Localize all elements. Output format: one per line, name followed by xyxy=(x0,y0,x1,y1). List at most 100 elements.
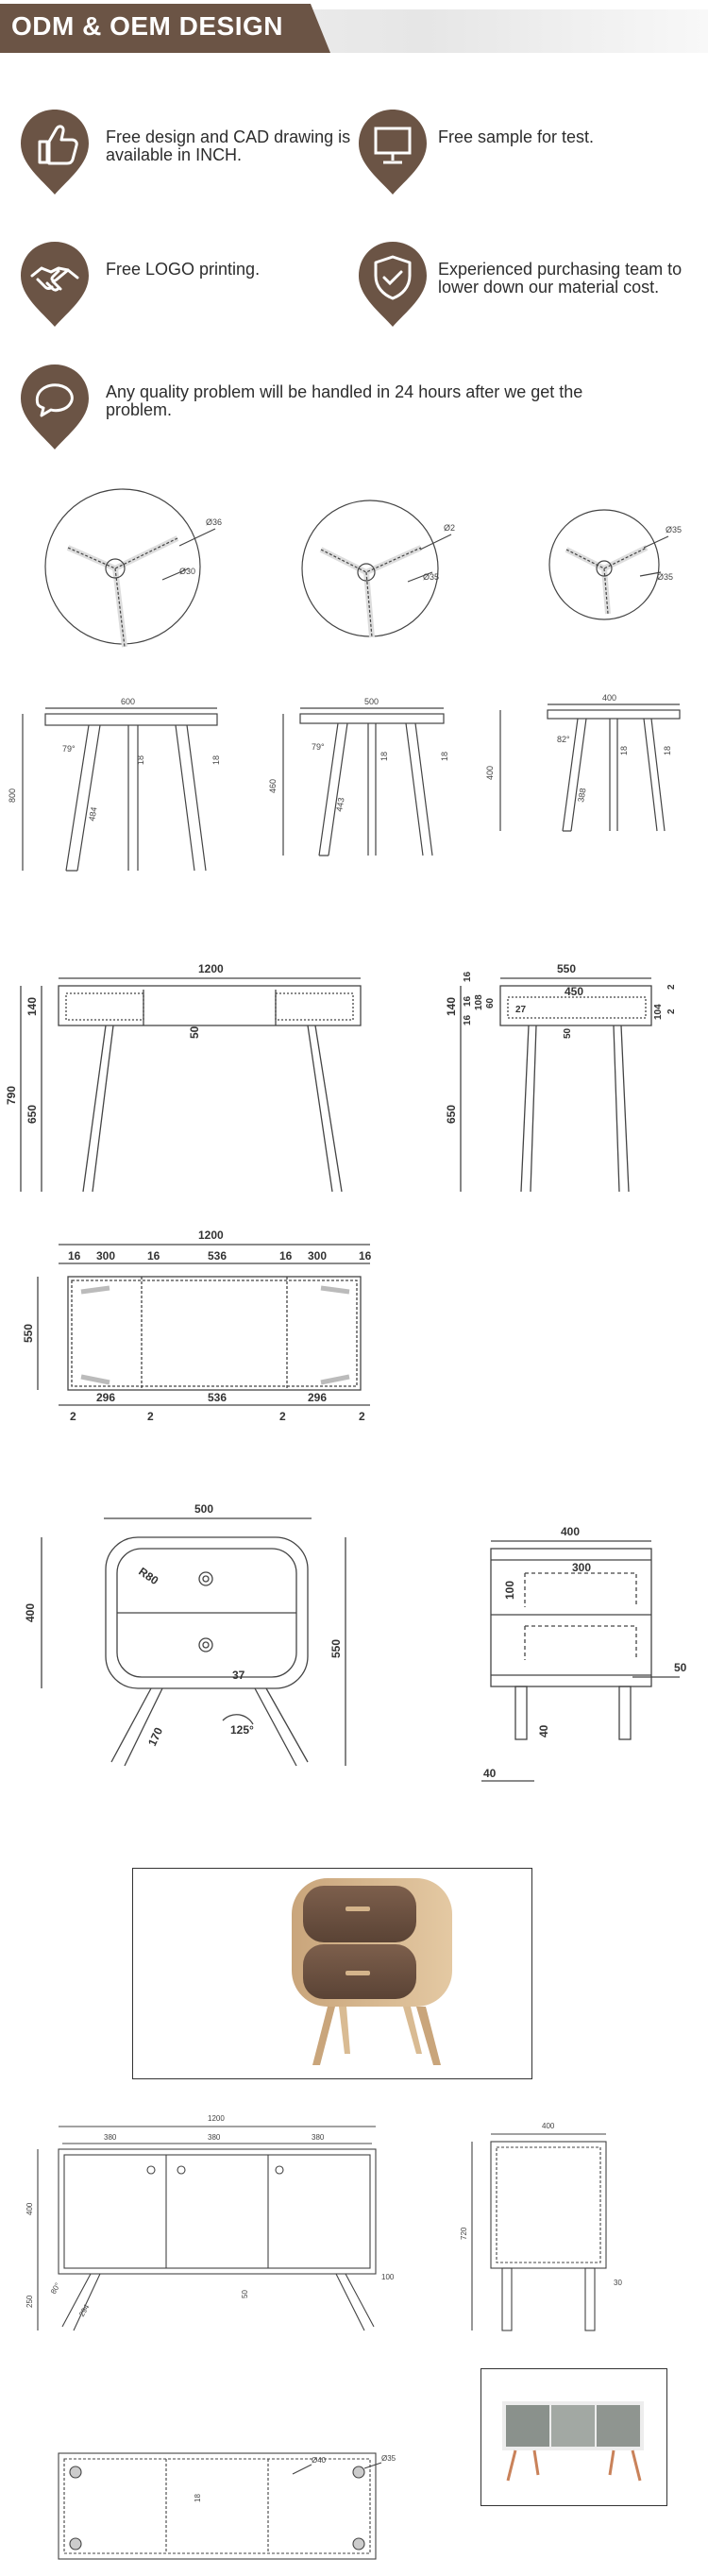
checkmark-shield-icon xyxy=(359,242,427,327)
night-front-total: 550 xyxy=(329,1639,343,1658)
stool-big-height: 800 xyxy=(8,788,17,803)
desk-top-296b: 296 xyxy=(308,1391,327,1404)
stool-big-leg: 484 xyxy=(87,806,98,822)
cabinet-front-100: 100 xyxy=(381,2273,395,2281)
stool-drawings: Ø36 Ø30 Ø2 Ø35 Ø35 Ø35 600 800 484 79° 1… xyxy=(8,488,682,872)
desk-top-16d: 16 xyxy=(359,1249,372,1263)
desk-top-296a: 296 xyxy=(96,1391,115,1404)
night-side-100: 100 xyxy=(503,1581,516,1600)
stool-small-d2: 18 xyxy=(663,746,672,755)
feature-text-cad: Free design and CAD drawing is available… xyxy=(106,127,351,164)
stool-small-c1: Ø35 xyxy=(666,525,682,534)
stool-big-side-view: 600 800 484 79° 18 18 xyxy=(8,697,221,872)
desk-side-108: 108 xyxy=(474,994,484,1010)
cabinet-front-250: 250 xyxy=(25,2295,34,2308)
stool-mid-c2: Ø35 xyxy=(423,572,439,582)
stool-small-c2: Ø35 xyxy=(657,572,673,582)
cabinet-front-view: 1200 380 380 380 400 250 294 80° 100 50 xyxy=(25,2114,395,2331)
desk-side-27: 27 xyxy=(515,1005,527,1015)
night-side-50: 50 xyxy=(674,1661,687,1674)
stool-big-d2: 18 xyxy=(211,755,221,765)
desk-side-2a: 2 xyxy=(666,984,677,990)
desk-side-104: 104 xyxy=(653,1004,664,1020)
thumbs-up-icon xyxy=(21,110,89,195)
cabinet-side-view: 400 720 30 xyxy=(460,2122,622,2331)
stool-mid-side-view: 500 460 443 79° 18 18 xyxy=(268,697,449,856)
night-front-angle: 125° xyxy=(230,1723,254,1737)
desk-top-16a: 16 xyxy=(68,1249,81,1263)
desk-side-h-leg: 650 xyxy=(445,1105,458,1124)
desk-top-300b: 300 xyxy=(308,1249,327,1263)
desk-front-h-top: 140 xyxy=(25,997,39,1016)
stool-big-angle: 79° xyxy=(62,744,76,754)
cabinet-top-c2: Ø35 xyxy=(381,2454,396,2463)
night-front-height: 400 xyxy=(24,1603,37,1622)
cabinet-illustration xyxy=(502,2401,644,2482)
nightstand-front-view: 500 400 550 R80 37 170 125° xyxy=(24,1502,346,1767)
desk-side-inner: 450 xyxy=(565,985,583,998)
stool-mid-d2: 18 xyxy=(440,752,449,761)
feature-text-quality: Any quality problem will be handled in 2… xyxy=(106,382,583,419)
stool-mid-c1: Ø2 xyxy=(444,523,455,533)
nightstand-side-view: 400 300 100 50 40 40 xyxy=(481,1525,687,1782)
banner-title-block xyxy=(0,4,330,53)
desk-top-depth: 550 xyxy=(22,1324,35,1343)
cabinet-top-c1: Ø40 xyxy=(312,2456,327,2465)
stool-big-top-view: Ø36 Ø30 xyxy=(44,488,222,648)
night-front-37: 37 xyxy=(232,1669,245,1682)
desk-side-16c: 16 xyxy=(463,1014,473,1025)
desk-top-width: 1200 xyxy=(198,1229,224,1242)
desk-front-view: 1200 140 790 650 50 xyxy=(5,962,362,1193)
desk-front-drawer: 50 xyxy=(188,1025,201,1039)
stool-small-leg: 388 xyxy=(576,788,587,804)
desk-front-side-drawings: 1200 140 790 650 50 550 450 140 650 16 1… xyxy=(5,962,677,1193)
desk-side-16b: 16 xyxy=(463,995,473,1007)
desk-side-width: 550 xyxy=(557,962,576,975)
feature-text-logo: Free LOGO printing. xyxy=(106,260,261,279)
desk-front-h-total: 790 xyxy=(5,1086,18,1105)
stool-big-d1: 18 xyxy=(136,755,145,765)
cabinet-side-30: 30 xyxy=(614,2279,622,2287)
stool-small-top-view: Ø35 Ø35 xyxy=(548,509,682,620)
chat-bubble-icon xyxy=(21,364,89,449)
night-side-depth: 400 xyxy=(561,1525,580,1538)
stool-mid-angle: 79° xyxy=(312,742,325,752)
desk-side-h-top: 140 xyxy=(445,997,458,1016)
cabinet-front-leg: 294 xyxy=(77,2302,92,2318)
desk-side-2b: 2 xyxy=(666,1008,677,1014)
stool-small-side-view: 400 400 388 82° 18 18 xyxy=(485,693,681,832)
cabinet-door-2: 380 xyxy=(208,2133,221,2142)
night-side-40a: 40 xyxy=(483,1767,497,1780)
stool-mid-width: 500 xyxy=(364,697,379,706)
nightstand-illustration xyxy=(292,1878,452,2065)
cabinet-front-width: 1200 xyxy=(208,2114,225,2123)
desk-top-2d: 2 xyxy=(359,1410,365,1423)
cabinet-photo xyxy=(480,2368,667,2506)
night-front-leg: 170 xyxy=(145,1725,165,1748)
desk-top-16c: 16 xyxy=(279,1249,293,1263)
stool-mid-d1: 18 xyxy=(379,752,389,761)
nightstand-photo xyxy=(132,1868,532,2079)
desk-top-300a: 300 xyxy=(96,1249,115,1263)
cabinet-top-18: 18 xyxy=(194,2494,202,2502)
stool-big-width: 600 xyxy=(121,697,135,706)
stool-small-height: 400 xyxy=(485,766,495,780)
night-side-40b: 40 xyxy=(537,1724,550,1737)
cabinet-door-1: 380 xyxy=(104,2133,117,2142)
desk-side-50: 50 xyxy=(563,1027,573,1039)
handshake-icon xyxy=(21,242,89,327)
stool-small-d1: 18 xyxy=(619,746,629,755)
desk-top-drawing: 1200 16 300 16 536 16 300 16 550 2 296 2… xyxy=(22,1229,372,1423)
night-side-drawer: 300 xyxy=(572,1561,591,1574)
night-front-radius: R80 xyxy=(136,1565,160,1587)
cabinet-door-3: 380 xyxy=(312,2133,325,2142)
desk-top-2b: 2 xyxy=(147,1410,154,1423)
stool-big-c2: Ø30 xyxy=(179,567,195,576)
cabinet-top-drawing: 18 Ø40 Ø35 xyxy=(58,2452,396,2560)
page-title: ODM & OEM DESIGN xyxy=(11,11,284,41)
cabinet-front-angle: 80° xyxy=(49,2281,62,2296)
desk-top-2a: 2 xyxy=(70,1410,76,1423)
desk-front-h-leg: 650 xyxy=(25,1105,39,1124)
stool-mid-height: 460 xyxy=(268,779,278,793)
stool-small-angle: 82° xyxy=(557,735,570,744)
